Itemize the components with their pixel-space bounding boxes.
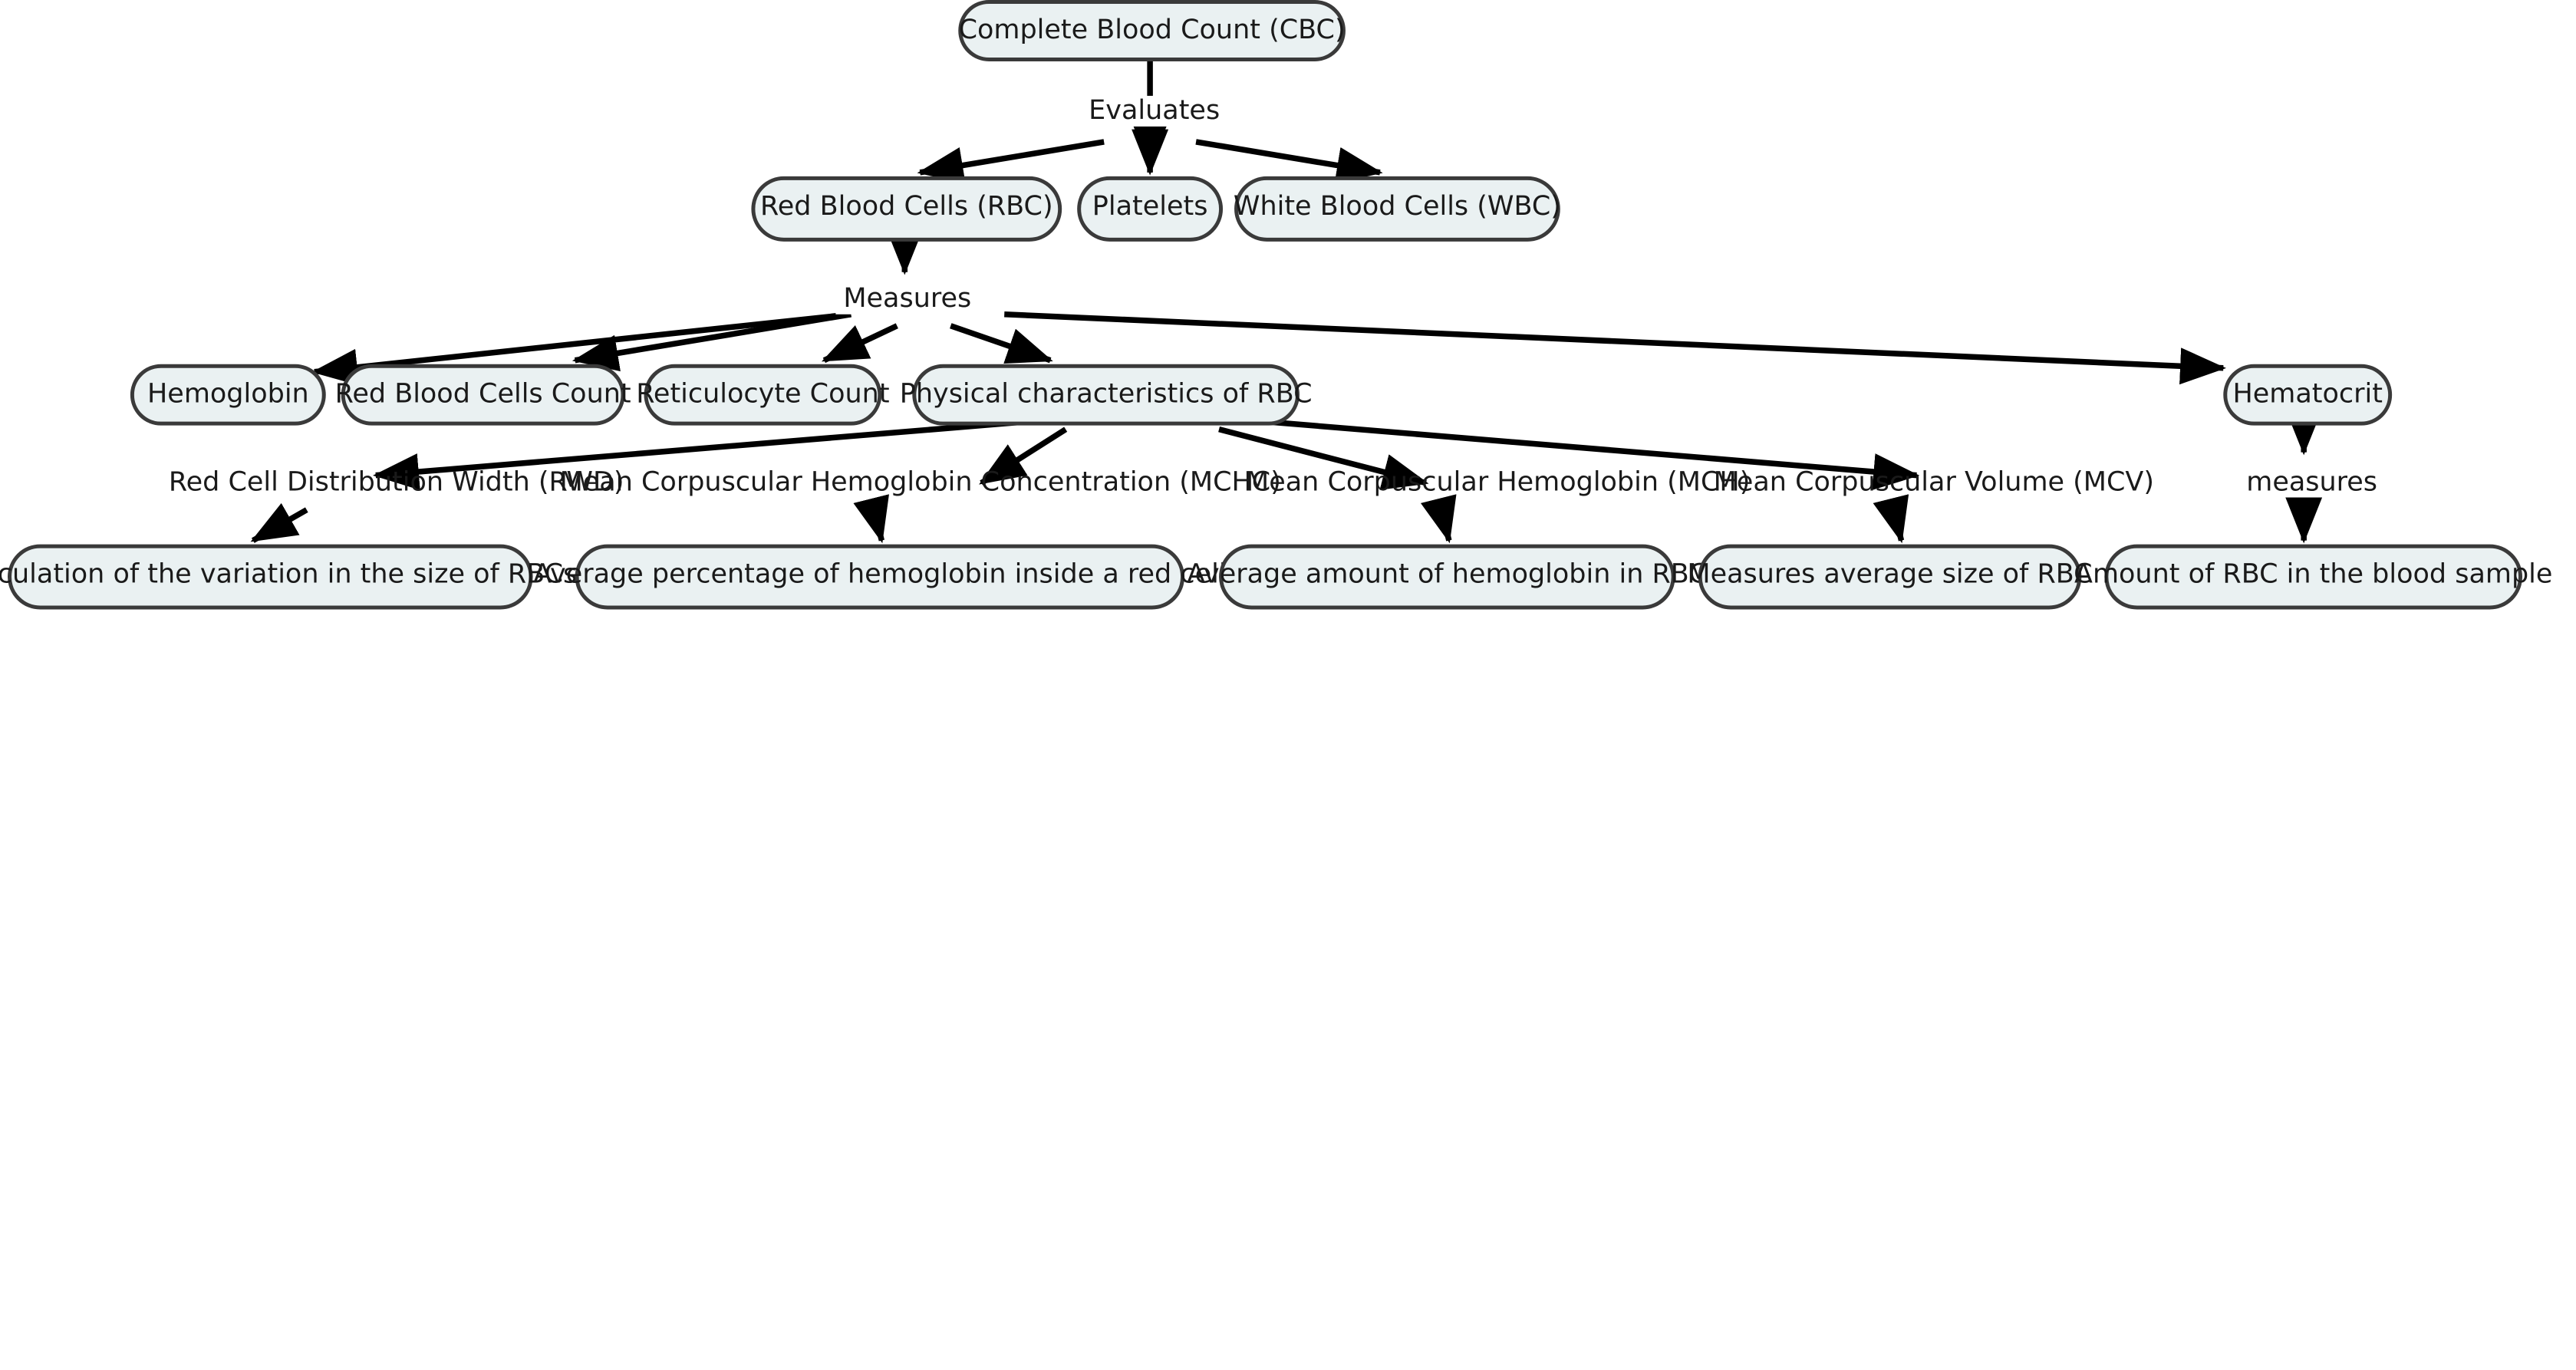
node-label: Hemoglobin [147, 379, 309, 410]
label-mcv: Mean Corpuscular Volume (MCV) [1713, 467, 2155, 499]
node-label: Calculation of the variation in the size… [0, 561, 586, 592]
node-label: Measures average size of RBC [1687, 561, 2093, 592]
node-mch-detail[interactable]: Average amount of hemoglobin in RBC [1187, 544, 1708, 610]
node-label: Complete Blood Count (CBC) [958, 15, 1346, 46]
node-label: Physical characteristics of RBC [899, 379, 1313, 410]
node-mchc-detail[interactable]: Average percentage of hemoglobin inside … [533, 544, 1227, 610]
label-red-cell-distribution-width: Red Cell Distribution Width (RWD) [168, 467, 624, 499]
node-physical-characteristics-of-rbc[interactable]: Physical characteristics of RBC [900, 364, 1313, 426]
label-mch: Mean Corpuscular Hemoglobin (MCH) [1246, 467, 1751, 499]
node-label: Average percentage of hemoglobin inside … [533, 561, 1227, 592]
node-mcv-detail[interactable]: Measures average size of RBC [1687, 544, 2093, 610]
node-label: Amount of RBC in the blood sample [2074, 561, 2553, 592]
node-complete-blood-count[interactable]: Complete Blood Count (CBC) [958, 0, 1346, 61]
node-label: White Blood Cells (WBC) [1233, 193, 1561, 224]
node-label: Reticulocyte Count [636, 379, 890, 410]
node-label: Average amount of hemoglobin in RBC [1187, 561, 1708, 592]
node-platelets[interactable]: Platelets [1077, 176, 1224, 242]
node-label: Red Blood Cells Count [334, 379, 631, 410]
node-red-blood-cells[interactable]: Red Blood Cells (RBC) [751, 176, 1062, 242]
node-white-blood-cells[interactable]: White Blood Cells (WBC) [1233, 176, 1561, 242]
concept-map-canvas: Complete Blood Count (CBC) Evaluates Red… [0, 0, 2552, 610]
node-label: Hematocrit [2232, 379, 2383, 410]
node-rwd-detail[interactable]: Calculation of the variation in the size… [0, 544, 585, 610]
node-reticulocyte-count[interactable]: Reticulocyte Count [636, 364, 890, 426]
edge-label-measures-hematocrit: measures [2246, 467, 2378, 499]
edge-label-evaluates: Evaluates [1081, 95, 1228, 127]
node-hematocrit[interactable]: Hematocrit [2223, 364, 2393, 426]
edge-label-measures: Measures [835, 283, 980, 315]
node-red-blood-cells-count[interactable]: Red Blood Cells Count [335, 364, 631, 426]
node-hemoglobin[interactable]: Hemoglobin [130, 364, 326, 426]
node-label: Platelets [1092, 193, 1208, 224]
node-hematocrit-detail[interactable]: Amount of RBC in the blood sample [2074, 544, 2552, 610]
node-label: Red Blood Cells (RBC) [760, 193, 1053, 224]
label-mchc: Mean Corpuscular Hemoglobin Concentratio… [559, 467, 1281, 499]
